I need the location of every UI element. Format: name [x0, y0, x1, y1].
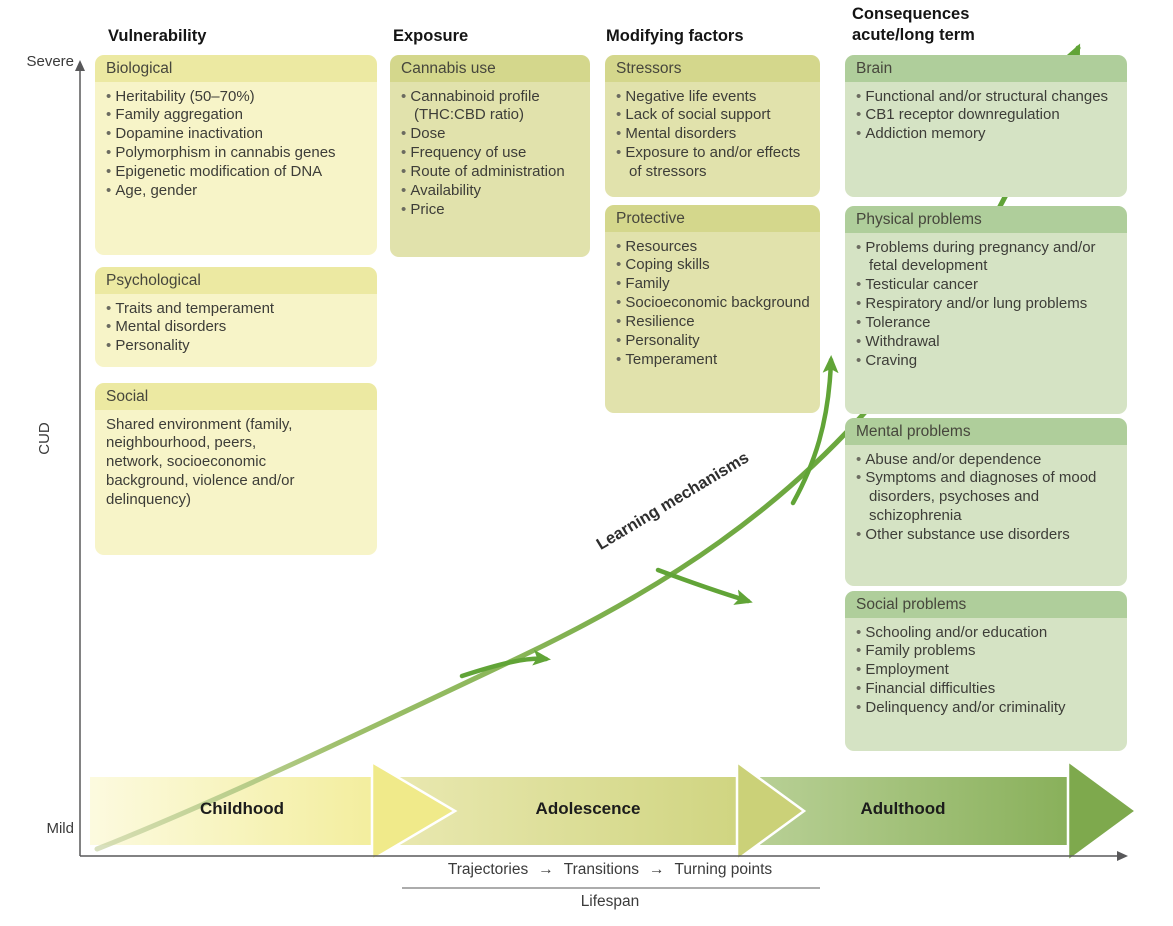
box-psychological: Psychological Traits and temperament Men…: [95, 267, 377, 367]
list-item: Employment: [856, 661, 1117, 680]
list-item: Family: [616, 275, 810, 294]
box-mental-problems: Mental problems Abuse and/or dependence …: [845, 418, 1127, 586]
stage-label-adolescence: Adolescence: [535, 799, 641, 818]
box-social: Social Shared environment (family, neigh…: [95, 383, 377, 555]
list-item: Testicular cancer: [856, 276, 1117, 295]
list-item: Heritability (50–70%): [106, 88, 367, 107]
brain-list: Functional and/or structural changes CB1…: [856, 88, 1117, 145]
column-title-exposure: Exposure: [393, 27, 469, 45]
box-psychological-header: Psychological: [95, 267, 377, 294]
stressors-list: Negative life events Lack of social supp…: [616, 88, 810, 182]
stage-label-childhood: Childhood: [199, 799, 285, 818]
box-stressors-header: Stressors: [605, 55, 820, 82]
list-item: Problems during pregnancy and/or fetal d…: [856, 239, 1117, 277]
cannabis-use-list: Cannabinoid profile (THC:CBD ratio) Dose…: [401, 88, 580, 220]
list-item: Cannabinoid profile (THC:CBD ratio): [401, 88, 580, 126]
branch-arrow-up: [790, 355, 839, 506]
box-physical-problems: Physical problems Problems during pregna…: [845, 206, 1127, 414]
list-item: Epigenetic modification of DNA: [106, 163, 367, 182]
protective-list: Resources Coping skills Family Socioecon…: [616, 238, 810, 370]
list-item: Lack of social support: [616, 106, 810, 125]
social-text: Shared environment (family, neighbourhoo…: [106, 415, 295, 509]
box-cannabis-use-header: Cannabis use: [390, 55, 590, 82]
social-problems-list: Schooling and/or education Family proble…: [856, 624, 1117, 718]
consequences-title-line1: Consequences: [852, 5, 970, 23]
list-item: Mental disorders: [106, 318, 367, 337]
psychological-list: Traits and temperament Mental disorders …: [106, 300, 367, 357]
box-biological: Biological Heritability (50–70%) Family …: [95, 55, 377, 255]
caption-turning-points: Turning points: [674, 861, 773, 878]
box-brain-header: Brain: [845, 55, 1127, 82]
branch-arrow-down-right: [655, 567, 753, 605]
physical-problems-list: Problems during pregnancy and/or fetal d…: [856, 239, 1117, 371]
list-item: Route of administration: [401, 163, 580, 182]
list-item: Financial difficulties: [856, 680, 1117, 699]
column-title-modifying-factors: Modifying factors: [606, 27, 744, 45]
box-social-header: Social: [95, 383, 377, 410]
box-brain: Brain Functional and/or structural chang…: [845, 55, 1127, 197]
list-item: Coping skills: [616, 256, 810, 275]
y-axis-bottom-label: Mild: [46, 820, 74, 837]
list-item: Availability: [401, 182, 580, 201]
box-biological-header: Biological: [95, 55, 377, 82]
box-stressors: Stressors Negative life events Lack of s…: [605, 55, 820, 197]
biological-list: Heritability (50–70%) Family aggregation…: [106, 88, 367, 201]
list-item: Functional and/or structural changes: [856, 88, 1117, 107]
list-item: Exposure to and/or effects of stressors: [616, 144, 810, 182]
list-item: Withdrawal: [856, 333, 1117, 352]
list-item: Temperament: [616, 351, 810, 370]
consequences-title-line2: acute/long term: [852, 25, 975, 44]
stage-label-adulthood: Adulthood: [860, 799, 946, 818]
column-title-consequences: Consequences acute/long term: [852, 4, 975, 45]
list-item: Negative life events: [616, 88, 810, 107]
caption-trajectories: Trajectories: [447, 861, 529, 878]
list-item: Family problems: [856, 642, 1117, 661]
list-item: Tolerance: [856, 314, 1117, 333]
list-item: CB1 receptor downregulation: [856, 106, 1117, 125]
box-cannabis-use: Cannabis use Cannabinoid profile (THC:CB…: [390, 55, 590, 257]
list-item: Resilience: [616, 313, 810, 332]
list-item: Craving: [856, 352, 1117, 371]
list-item: Traits and temperament: [106, 300, 367, 319]
list-item: Polymorphism in cannabis genes: [106, 144, 367, 163]
list-item: Abuse and/or dependence: [856, 451, 1117, 470]
list-item: Dose: [401, 125, 580, 144]
list-item: Family aggregation: [106, 106, 367, 125]
list-item: Price: [401, 201, 580, 220]
y-axis-top-label: Severe: [26, 53, 74, 70]
branch-arrow-small: [459, 649, 551, 679]
list-item: Personality: [106, 337, 367, 356]
timeline-arrow-adulthood: [760, 758, 1139, 864]
list-item: Respiratory and/or lung problems: [856, 295, 1117, 314]
mental-problems-list: Abuse and/or dependence Symptoms and dia…: [856, 451, 1117, 545]
caption-transitions: Transitions: [563, 861, 639, 878]
list-item: Socioeconomic background: [616, 294, 810, 313]
list-item: Schooling and/or education: [856, 624, 1117, 643]
trajectories-caption: Trajectories → Transitions → Turning poi…: [385, 861, 835, 879]
list-item: Other substance use disorders: [856, 526, 1117, 545]
list-item: Personality: [616, 332, 810, 351]
y-axis-title: CUD: [35, 422, 53, 455]
list-item: Age, gender: [106, 182, 367, 201]
box-protective-header: Protective: [605, 205, 820, 232]
box-social-problems-header: Social problems: [845, 591, 1127, 618]
box-physical-problems-header: Physical problems: [845, 206, 1127, 233]
box-protective: Protective Resources Coping skills Famil…: [605, 205, 820, 413]
box-mental-problems-header: Mental problems: [845, 418, 1127, 445]
column-title-vulnerability: Vulnerability: [108, 27, 207, 45]
list-item: Addiction memory: [856, 125, 1117, 144]
list-item: Resources: [616, 238, 810, 257]
box-social-problems: Social problems Schooling and/or educati…: [845, 591, 1127, 751]
right-arrow-icon: →: [648, 861, 665, 878]
timeline-arrow-childhood: [90, 759, 458, 863]
lifespan-label: Lifespan: [580, 893, 640, 910]
right-arrow-icon: →: [538, 861, 554, 878]
list-item: Dopamine inactivation: [106, 125, 367, 144]
list-item: Frequency of use: [401, 144, 580, 163]
list-item: Delinquency and/or criminality: [856, 699, 1117, 718]
list-item: Mental disorders: [616, 125, 810, 144]
list-item: Symptoms and diagnoses of mood disorders…: [856, 469, 1117, 526]
